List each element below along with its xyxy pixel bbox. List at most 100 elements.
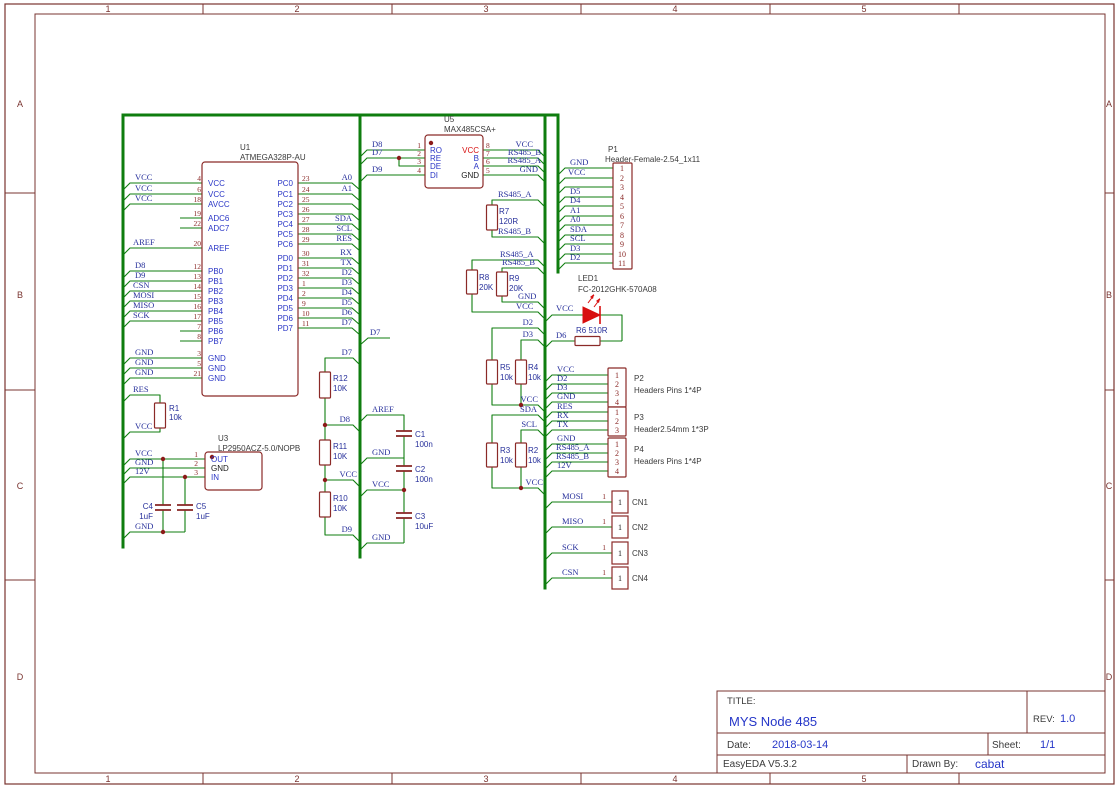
component-value[interactable]: R2: [528, 446, 539, 455]
net-label[interactable]: A1: [570, 205, 580, 215]
net-label[interactable]: D4: [570, 195, 581, 205]
wire[interactable]: [501, 267, 546, 276]
resistor-r10[interactable]: [318, 491, 332, 518]
connector-cn2[interactable]: [611, 515, 629, 539]
net-label[interactable]: GND: [557, 433, 575, 443]
net-label[interactable]: D2: [557, 373, 567, 383]
component-ref[interactable]: CN2: [632, 523, 649, 532]
component-value[interactable]: C3: [415, 512, 426, 521]
wire[interactable]: [491, 414, 546, 443]
wire[interactable]: [122, 300, 205, 309]
connector-cn1[interactable]: [611, 490, 629, 514]
wire[interactable]: [122, 357, 205, 366]
net-label[interactable]: GND: [372, 447, 390, 457]
net-label[interactable]: VCC: [516, 301, 534, 311]
wire[interactable]: [359, 337, 390, 346]
wire[interactable]: [483, 149, 546, 158]
wire[interactable]: [557, 205, 613, 214]
chip-u1[interactable]: [201, 161, 299, 397]
component-value[interactable]: C1: [415, 430, 426, 439]
wire[interactable]: [544, 501, 612, 510]
component-ref[interactable]: U3: [218, 434, 229, 443]
component-ref[interactable]: Header-Female-2.54_1x11: [605, 155, 701, 164]
wire[interactable]: [298, 287, 361, 296]
net-label[interactable]: D3: [570, 243, 580, 253]
wire[interactable]: [298, 213, 361, 222]
net-label[interactable]: RES: [557, 401, 573, 411]
header-p3[interactable]: [607, 406, 627, 437]
component-value[interactable]: R4: [528, 363, 539, 372]
wire[interactable]: [324, 517, 361, 543]
wire[interactable]: [557, 253, 613, 262]
net-label[interactable]: VCC: [135, 183, 153, 193]
wire[interactable]: [298, 223, 361, 232]
resistor-r2[interactable]: [514, 442, 528, 468]
component-value[interactable]: 10K: [333, 452, 348, 461]
net-label[interactable]: GND: [520, 164, 538, 174]
header-p1[interactable]: [612, 162, 633, 270]
net-label[interactable]: D9: [135, 270, 145, 280]
component-ref[interactable]: P1: [608, 145, 618, 154]
component-value[interactable]: 20K: [479, 283, 494, 292]
wire[interactable]: [122, 367, 205, 376]
wire[interactable]: [122, 247, 205, 256]
component-value[interactable]: R11: [333, 442, 348, 451]
resistor-r12[interactable]: [318, 371, 332, 399]
resistor-r11[interactable]: [318, 439, 332, 466]
net-label[interactable]: MISO: [133, 300, 154, 310]
component-value[interactable]: 10K: [333, 504, 348, 513]
net-label[interactable]: MOSI: [133, 290, 154, 300]
wire[interactable]: [298, 277, 361, 286]
wire[interactable]: [122, 290, 205, 299]
wire[interactable]: [359, 414, 405, 431]
component-ref[interactable]: P2: [634, 374, 644, 383]
wire[interactable]: [544, 526, 612, 535]
net-label[interactable]: GND: [518, 291, 536, 301]
net-label[interactable]: RS485_A: [556, 442, 590, 452]
net-label[interactable]: AREF: [372, 404, 394, 414]
component-ref[interactable]: MAX485CSA+: [444, 125, 496, 134]
component-value[interactable]: 120R: [499, 217, 518, 226]
resistor-r9[interactable]: [495, 271, 509, 297]
wire[interactable]: [298, 182, 361, 191]
component-ref[interactable]: LED1: [578, 274, 599, 283]
wire[interactable]: [298, 203, 361, 212]
connector-cn4[interactable]: [611, 566, 629, 590]
wire[interactable]: [122, 203, 205, 212]
net-label[interactable]: GND: [570, 157, 588, 167]
net-label[interactable]: D3: [557, 382, 567, 392]
net-label[interactable]: D7: [342, 347, 352, 357]
led-symbol[interactable]: [582, 306, 602, 324]
component-ref[interactable]: P3: [634, 413, 644, 422]
component-value[interactable]: 10k: [500, 456, 514, 465]
wire[interactable]: [544, 420, 608, 429]
component-value[interactable]: R1: [169, 404, 180, 413]
net-label[interactable]: 12V: [557, 460, 573, 470]
net-label[interactable]: D3: [342, 277, 352, 287]
net-label[interactable]: D7: [372, 147, 382, 157]
schematic-title[interactable]: MYS Node 485: [729, 714, 817, 729]
wire[interactable]: [557, 262, 613, 271]
wire[interactable]: [359, 542, 404, 551]
net-label[interactable]: RS485_B: [508, 147, 541, 157]
net-label[interactable]: VCC: [135, 448, 153, 458]
component-value[interactable]: 100n: [415, 475, 433, 484]
net-label[interactable]: SCL: [570, 233, 586, 243]
net-label[interactable]: GND: [135, 367, 153, 377]
component-ref[interactable]: LP2950ACZ-5.0/NOPB: [218, 444, 300, 453]
wire[interactable]: [544, 401, 608, 410]
component-value[interactable]: 1uF: [196, 512, 210, 521]
wire[interactable]: [557, 234, 613, 243]
net-label[interactable]: VCC: [521, 394, 539, 404]
net-label[interactable]: D9: [342, 524, 352, 534]
wire[interactable]: [122, 182, 205, 191]
net-label[interactable]: MOSI: [562, 491, 583, 501]
net-label[interactable]: VCC: [135, 172, 153, 182]
resistor-r1[interactable]: [153, 402, 167, 429]
date-value[interactable]: 2018-03-14: [772, 739, 828, 751]
component-value[interactable]: R8: [479, 273, 490, 282]
net-label[interactable]: VCC: [556, 303, 574, 313]
net-label[interactable]: D2: [570, 252, 580, 262]
net-label[interactable]: D6: [342, 307, 352, 317]
wire[interactable]: [398, 158, 425, 167]
